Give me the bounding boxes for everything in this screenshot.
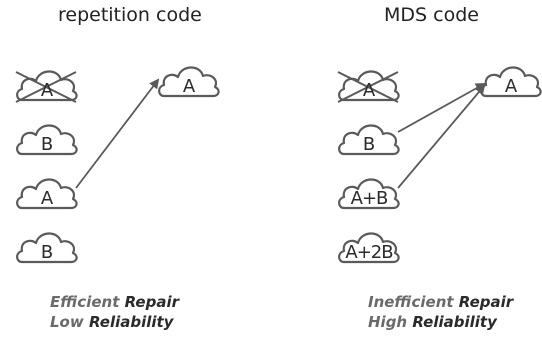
- caption-right-line2: High Reliability: [368, 312, 513, 332]
- caption-word: Inefficient: [368, 293, 454, 311]
- cloud-icon: [15, 70, 78, 103]
- cloud-right-target: A: [478, 60, 542, 102]
- cloud-icon: [16, 124, 78, 156]
- cloud-right-2: B: [336, 118, 402, 160]
- caption-word: Reliability: [88, 313, 174, 331]
- cloud-right-1-failed: A: [336, 64, 402, 106]
- cross-out-line: [337, 71, 399, 103]
- arrow-right-b-to-target: [397, 83, 486, 133]
- cloud-label: B: [362, 134, 376, 155]
- cloud-icon: [16, 232, 78, 264]
- caption-word: High: [368, 313, 408, 331]
- cloud-label: A: [40, 80, 54, 101]
- cloud-label: A: [362, 80, 376, 101]
- arrow-right-ab-to-target: [397, 84, 486, 189]
- caption-word: Repair: [458, 293, 514, 311]
- cloud-label: A: [40, 188, 54, 209]
- cloud-label: B: [40, 134, 54, 155]
- cloud-icon: [337, 70, 400, 103]
- cloud-right-4: A+2B: [336, 226, 402, 268]
- caption-right: Inefficient Repair High Reliability: [368, 292, 513, 332]
- cloud-left-2: B: [14, 118, 80, 160]
- cloud-icon: [338, 178, 400, 210]
- caption-left: Efficient Repair Low Reliability: [50, 292, 179, 332]
- cloud-label: A+2B: [345, 242, 393, 263]
- caption-left-line1: Efficient Repair: [50, 292, 179, 312]
- cloud-icon: [16, 178, 78, 210]
- cloud-left-4: B: [14, 226, 80, 268]
- cross-out-line: [15, 71, 77, 103]
- cloud-icon: [480, 66, 542, 98]
- caption-left-line2: Low Reliability: [50, 312, 179, 332]
- cloud-label: A+B: [350, 188, 389, 209]
- cloud-label: A: [504, 76, 518, 97]
- caption-right-line1: Inefficient Repair: [368, 292, 513, 312]
- caption-word: Low: [50, 313, 84, 331]
- cloud-right-3: A+B: [336, 172, 402, 214]
- caption-word: Repair: [124, 293, 179, 311]
- arrow-left-a-to-target: [75, 78, 160, 189]
- caption-word: Reliability: [412, 313, 497, 331]
- cloud-left-1-failed: A: [14, 64, 80, 106]
- cloud-label: A: [182, 76, 196, 97]
- cloud-icon: [158, 66, 220, 98]
- caption-word: Efficient: [50, 293, 120, 311]
- cloud-label: B: [40, 242, 54, 263]
- repetition-code-title: repetition code: [58, 4, 202, 26]
- cloud-left-3: A: [14, 172, 80, 214]
- mds-code-title: MDS code: [384, 4, 479, 26]
- cloud-icon: [338, 232, 400, 264]
- cloud-icon: [338, 124, 400, 156]
- cloud-left-target: A: [156, 60, 222, 102]
